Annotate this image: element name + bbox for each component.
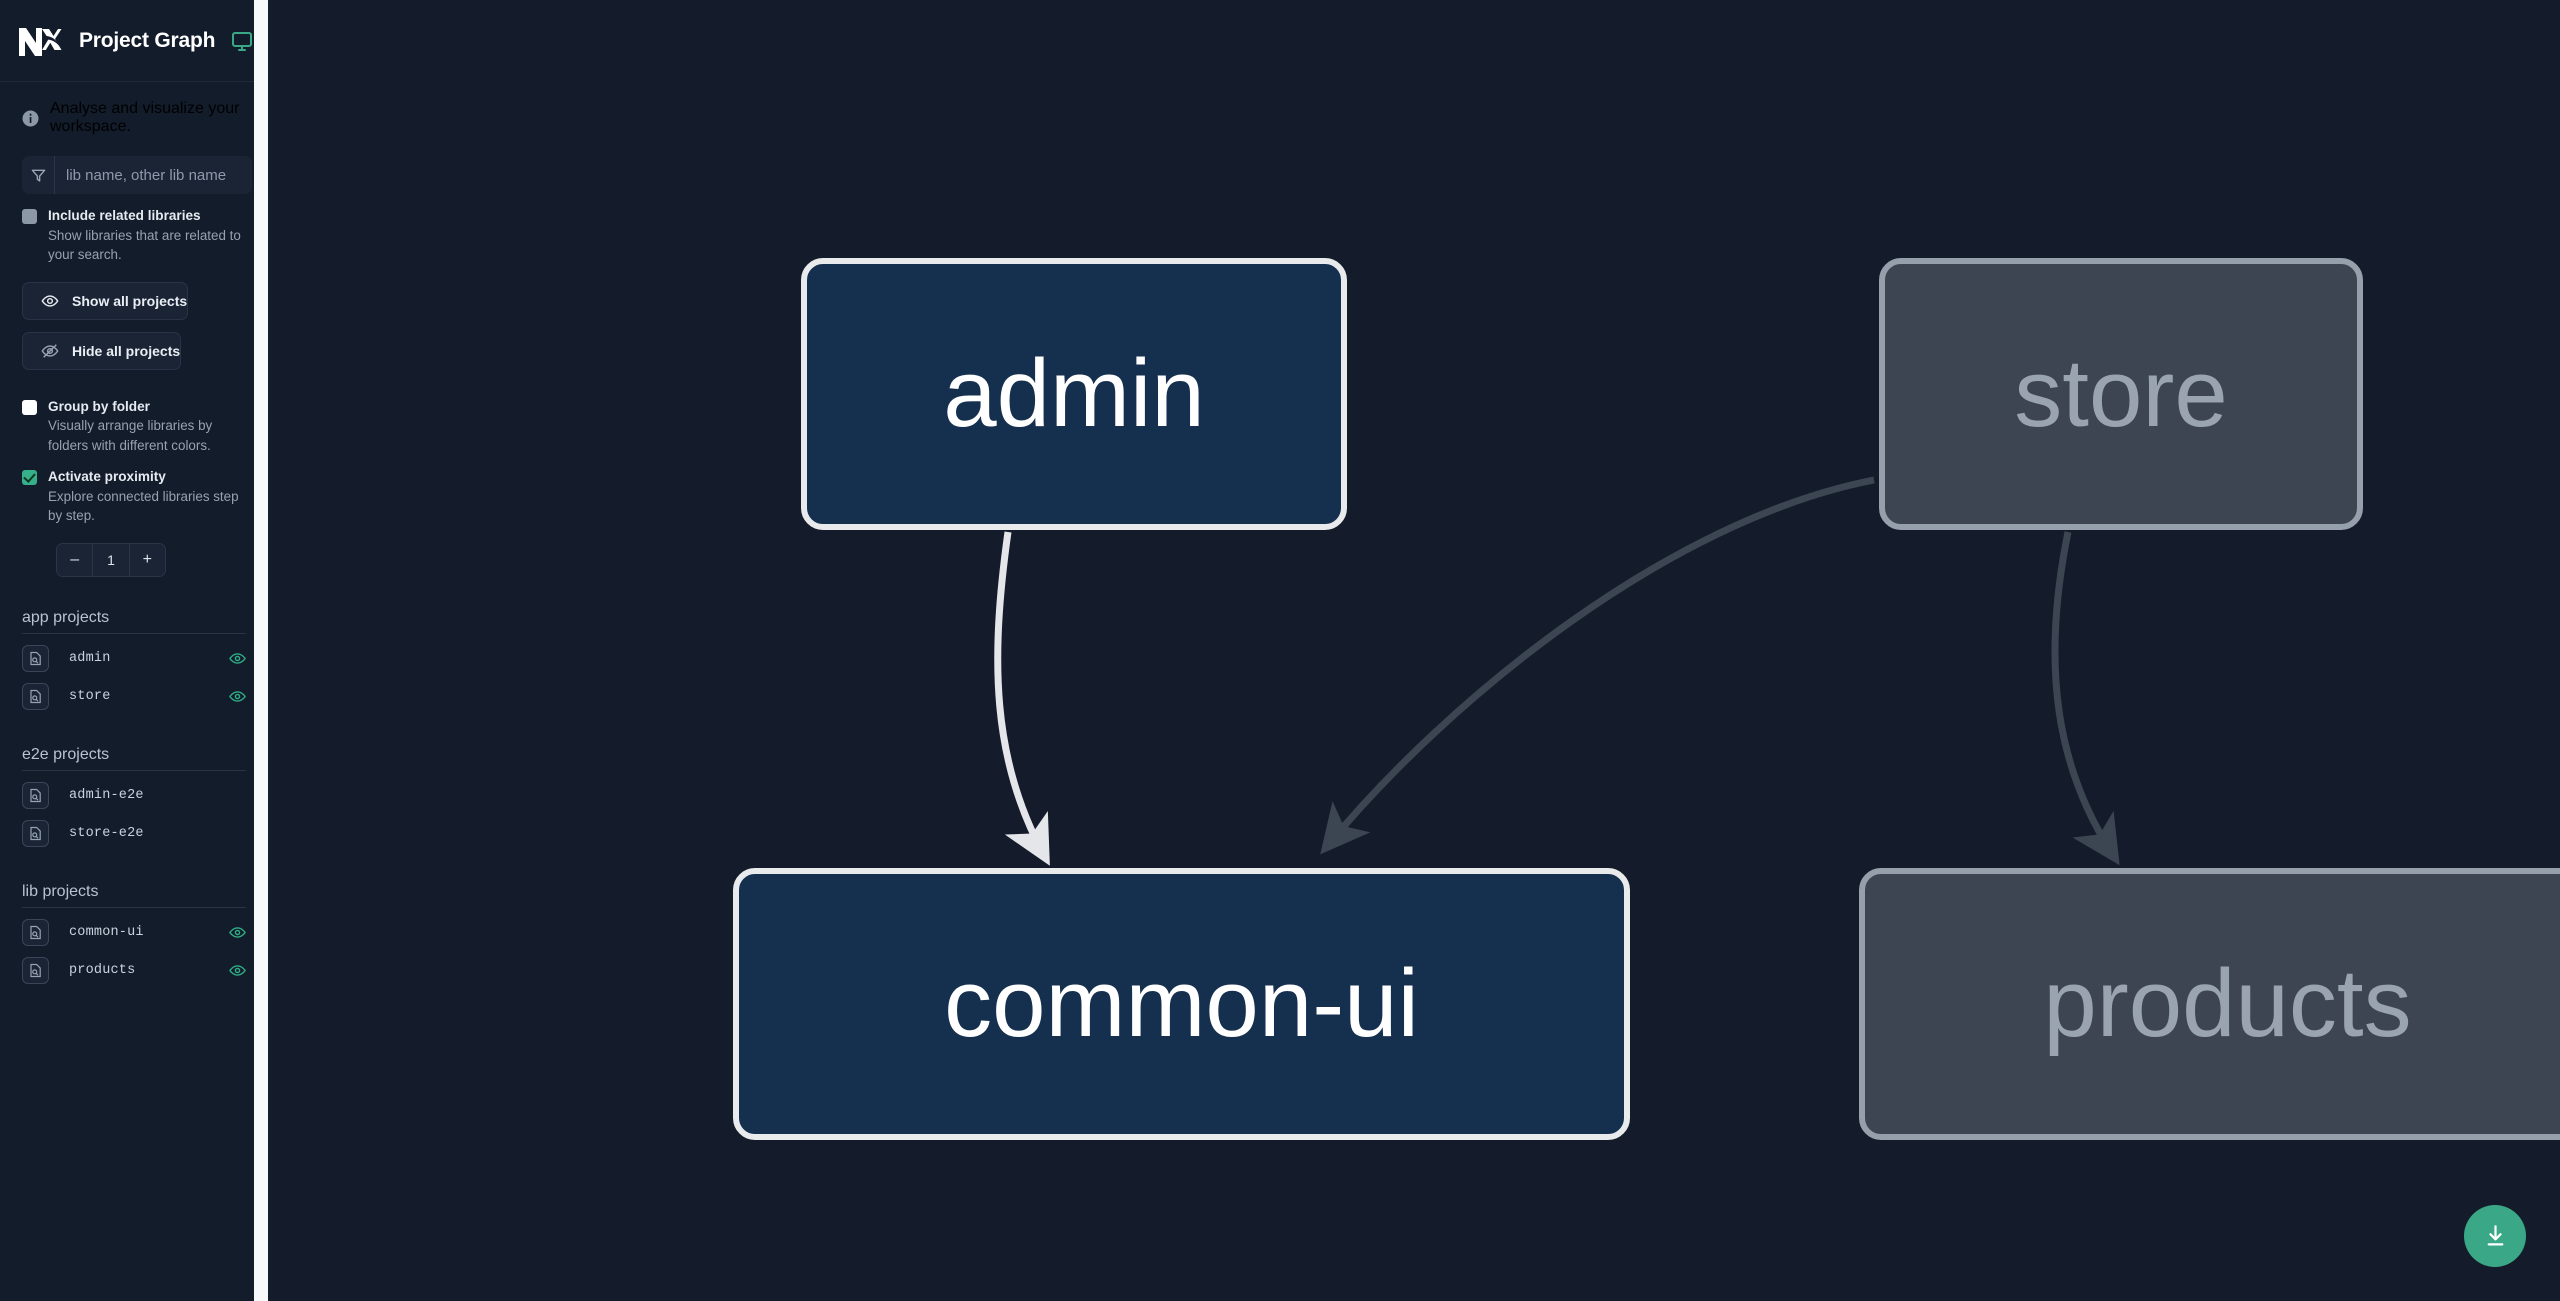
option-label: Activate proximity — [48, 469, 166, 485]
divider — [22, 769, 246, 771]
tagline: Analyse and visualize your workspace. — [0, 82, 268, 150]
project-row-common-ui[interactable]: common-ui — [0, 914, 268, 952]
eye-icon[interactable] — [229, 924, 246, 941]
tagline-text: Analyse and visualize your workspace. — [50, 100, 240, 135]
graph-node-products[interactable]: products — [1859, 868, 2560, 1140]
show-all-projects-button[interactable]: Show all projects — [22, 281, 189, 320]
project-name: store — [69, 689, 111, 705]
hide-all-projects-label: Hide all projects — [72, 342, 181, 359]
proximity-decrement-button[interactable]: – — [57, 543, 93, 576]
graph-node-common-ui[interactable]: common-ui — [733, 868, 1630, 1140]
group-title-app-projects: app projects — [22, 608, 110, 626]
eye-icon[interactable] — [229, 688, 246, 705]
node-label: products — [2043, 950, 2412, 1057]
project-file-icon — [22, 919, 49, 947]
sidebar-header: Project Graph — [0, 0, 268, 82]
group-title-lib-projects: lib projects — [22, 882, 99, 900]
graph-canvas[interactable]: admin store common-ui products — [268, 0, 2560, 1301]
project-name: common-ui — [69, 925, 144, 941]
filter-icon — [22, 156, 55, 194]
divider — [22, 632, 246, 634]
project-file-icon — [22, 957, 49, 985]
project-file-icon — [22, 683, 49, 711]
node-label: common-ui — [944, 950, 1419, 1057]
show-all-projects-label: Show all projects — [72, 292, 188, 309]
edge-admin-to-common-ui — [994, 531, 1050, 866]
eye-icon[interactable] — [229, 962, 246, 979]
edge-store-to-products — [2051, 531, 2120, 866]
option-label: Include related libraries — [48, 208, 201, 223]
activate-proximity-checkbox[interactable] — [22, 470, 37, 486]
proximity-value: 1 — [92, 543, 130, 576]
sidebar: Project Graph Analyse and visualize your… — [0, 0, 268, 1301]
option-description: Visually arrange libraries by folders wi… — [48, 418, 213, 453]
project-row-admin-e2e[interactable]: admin-e2e — [0, 777, 268, 815]
edge-store-to-common-ui — [1320, 476, 1875, 855]
eye-icon — [41, 292, 59, 310]
project-row-admin[interactable]: admin — [0, 640, 268, 678]
graph-edges — [994, 476, 2120, 866]
project-row-store[interactable]: store — [0, 678, 268, 716]
option-group-by-folder[interactable]: Group by folder Visually arrange librari… — [0, 385, 268, 456]
eye-off-icon — [41, 342, 59, 360]
project-name: admin-e2e — [69, 788, 144, 804]
graph-node-admin[interactable]: admin — [801, 258, 1347, 530]
option-label: Group by folder — [48, 398, 150, 414]
project-file-icon — [22, 782, 49, 810]
eye-icon[interactable] — [229, 650, 246, 667]
download-icon — [2482, 1223, 2509, 1250]
project-name: products — [69, 963, 136, 979]
group-by-folder-checkbox[interactable] — [22, 399, 37, 415]
sidebar-scrollbar[interactable] — [254, 0, 268, 1301]
info-icon — [22, 110, 39, 127]
divider — [22, 906, 246, 908]
search-box[interactable] — [22, 156, 252, 194]
graph-node-store[interactable]: store — [1879, 258, 2363, 530]
project-row-products[interactable]: products — [0, 952, 268, 990]
proximity-increment-button[interactable]: + — [129, 543, 165, 576]
proximity-stepper[interactable]: – 1 + — [56, 542, 166, 577]
hide-all-projects-button[interactable]: Hide all projects — [22, 331, 182, 370]
option-activate-proximity[interactable]: Activate proximity Explore connected lib… — [0, 455, 268, 526]
project-name: admin — [69, 651, 111, 667]
download-graph-button[interactable] — [2464, 1205, 2526, 1267]
search-input[interactable] — [55, 156, 252, 194]
option-include-related-libraries[interactable]: Include related libraries Show libraries… — [0, 194, 268, 265]
include-related-libraries-checkbox[interactable] — [22, 209, 37, 224]
option-description: Show libraries that are related to your … — [48, 227, 241, 263]
project-name: store-e2e — [69, 826, 144, 842]
option-description: Explore connected libraries step by step… — [48, 488, 239, 524]
group-title-e2e-projects: e2e projects — [22, 745, 110, 763]
project-row-store-e2e[interactable]: store-e2e — [0, 815, 268, 853]
page-title: Project Graph — [79, 28, 216, 52]
nx-logo-icon — [16, 23, 62, 59]
project-file-icon — [22, 820, 49, 848]
monitor-icon[interactable] — [231, 30, 253, 52]
node-label: admin — [943, 340, 1205, 447]
node-label: store — [2014, 340, 2228, 447]
project-file-icon — [22, 645, 49, 673]
